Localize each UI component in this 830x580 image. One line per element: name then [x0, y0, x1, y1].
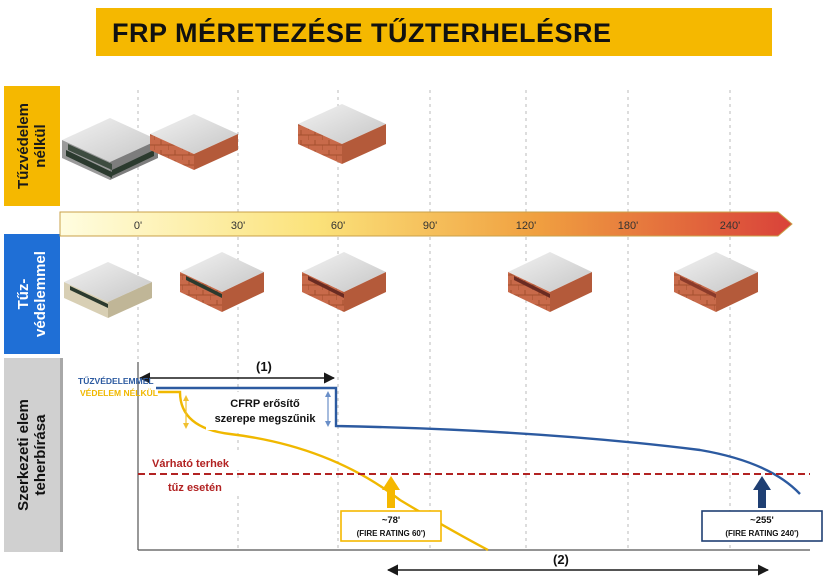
load-label-line-1: Várható terhek	[152, 458, 230, 470]
time-tick-label: 30'	[231, 220, 245, 232]
time-tick-label: 180'	[618, 220, 638, 232]
title-banner: FRP MÉRETEZÉSE TŰZTERHELÉSRE	[96, 8, 772, 56]
load-label-box-1	[140, 454, 244, 470]
rating-60-box	[340, 510, 442, 542]
beam-without-protection-0	[62, 118, 158, 180]
rating-60-arrow	[382, 476, 400, 508]
beam-with-protection-0	[64, 262, 152, 318]
beam-with-protection-30	[180, 252, 264, 312]
protected-capacity-curve	[156, 386, 801, 495]
cfrp-note-line-2: szerepe megszűnik	[215, 413, 317, 425]
dimension-label-2: (2)	[553, 552, 569, 567]
legend-unprotected: VÉDELEM NÉLKÜL	[80, 388, 158, 398]
load-label-box-2	[140, 478, 244, 494]
rating-240-time: ~255'	[750, 515, 774, 526]
rating-60-label: (FIRE RATING 60')	[357, 529, 426, 538]
legend-protected: TŰZVÉDELEMMEL	[78, 375, 154, 386]
side-label-without-protection: Tűzvédelem nélkül	[4, 86, 60, 206]
side-label-with-protection: Tűz- védelemmel	[4, 234, 60, 354]
cfrp-note-box	[206, 392, 324, 430]
rating-240-box	[701, 510, 823, 542]
page-title: FRP MÉRETEZÉSE TŰZTERHELÉSRE	[112, 18, 612, 48]
time-tick-label: 120'	[516, 220, 536, 232]
beam-with-protection-60	[302, 252, 386, 312]
time-tick-label: 60'	[331, 220, 345, 232]
time-tick-label: 0'	[134, 220, 142, 232]
time-axis: 0' 30' 60' 90' 120' 180' 240'	[59, 211, 793, 237]
rating-240-arrow	[753, 476, 771, 508]
dimension-label-1: (1)	[256, 359, 272, 374]
time-tick-label: 90'	[423, 220, 437, 232]
side-label-capacity: Szerkezeti elem teherbírása	[4, 358, 63, 552]
time-tick-label: 240'	[720, 220, 740, 232]
cfrp-note-line-1: CFRP erősítő	[230, 398, 300, 410]
beam-without-protection-30	[150, 114, 238, 170]
beam-without-protection-60	[298, 104, 386, 164]
beam-with-protection-240	[674, 252, 758, 312]
rating-240-label: (FIRE RATING 240')	[725, 529, 799, 538]
rating-60-time: ~78'	[382, 515, 400, 526]
unprotected-capacity-curve	[158, 390, 489, 552]
load-label-line-2: tűz esetén	[168, 482, 222, 494]
capacity-axes	[137, 362, 810, 551]
beam-with-protection-120	[508, 252, 592, 312]
